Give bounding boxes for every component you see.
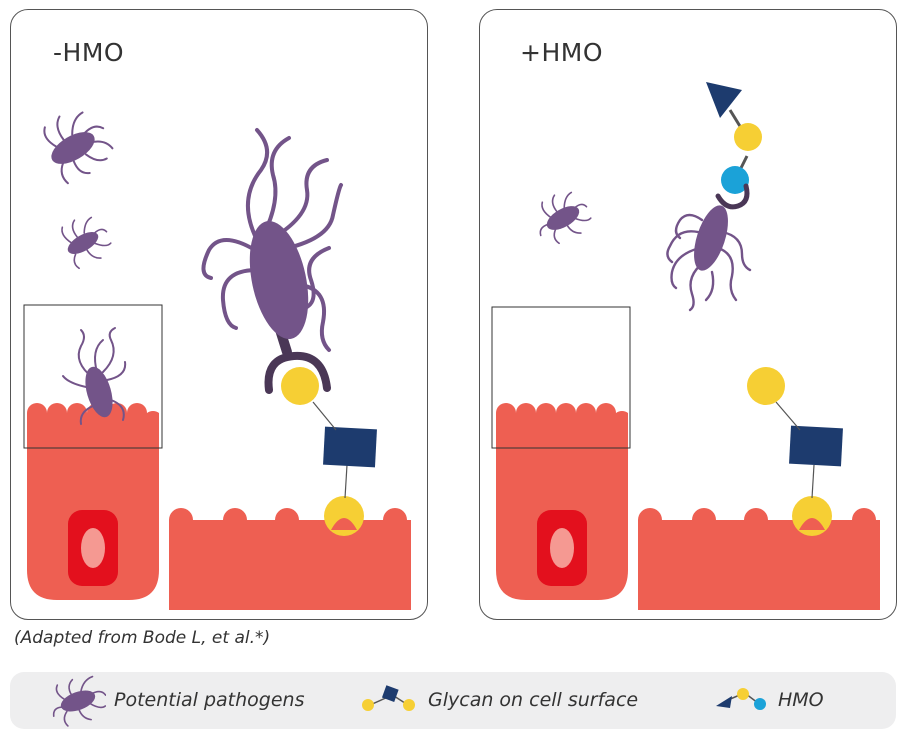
legend-hmo-label: HMO: [778, 689, 824, 711]
panel-with-hmo: +HMO: [479, 9, 897, 620]
legend-pathogens-label: Potential pathogens: [114, 689, 305, 711]
glycan-square: [323, 426, 377, 468]
pathogen-bound-to-hmo: [666, 183, 752, 312]
pathogen-large: [201, 128, 343, 352]
pathogen-receptor: [715, 183, 750, 210]
zoom-box: [23, 304, 163, 449]
epithelial-cell-left: [496, 403, 628, 610]
pathogen-large-body: [249, 221, 309, 357]
legend: Potential pathogens Glycan on cell surfa…: [10, 672, 896, 729]
pathogen-on-cell: [62, 327, 127, 425]
pathogen-receptor: [264, 351, 331, 394]
with-hmo-illustration: [491, 82, 880, 610]
pathogen-legend-icon: [52, 675, 106, 727]
glycan-top-circle: [747, 367, 785, 405]
hmo-molecule: [706, 82, 762, 194]
without-hmo-illustration: [23, 111, 411, 610]
source-note: (Adapted from Bode L, et al.*): [14, 628, 271, 648]
hmo-yellow-circle: [734, 123, 762, 151]
legend-glycan-label: Glycan on cell surface: [428, 689, 639, 711]
panel-without-hmo: -HMO: [10, 9, 428, 620]
hmo-blue-circle: [721, 166, 749, 194]
epithelial-cell-left: [27, 403, 159, 610]
zoom-box: [491, 306, 631, 449]
glycan-top-circle: [281, 367, 319, 405]
pathogen-small-top: [43, 111, 114, 185]
panel-title-without-hmo: -HMO: [53, 38, 125, 67]
epithelial-cell-right: [638, 508, 880, 610]
hmo-legend-icon: [716, 688, 766, 710]
pathogen-small-free: [539, 191, 592, 245]
hmo-triangle: [706, 82, 742, 118]
glycan-legend-icon: [362, 685, 415, 711]
epithelial-cell-right: [169, 508, 411, 610]
panel-title-with-hmo: +HMO: [520, 38, 603, 67]
glycan-square: [789, 425, 843, 467]
pathogen-small-middle: [61, 216, 112, 270]
